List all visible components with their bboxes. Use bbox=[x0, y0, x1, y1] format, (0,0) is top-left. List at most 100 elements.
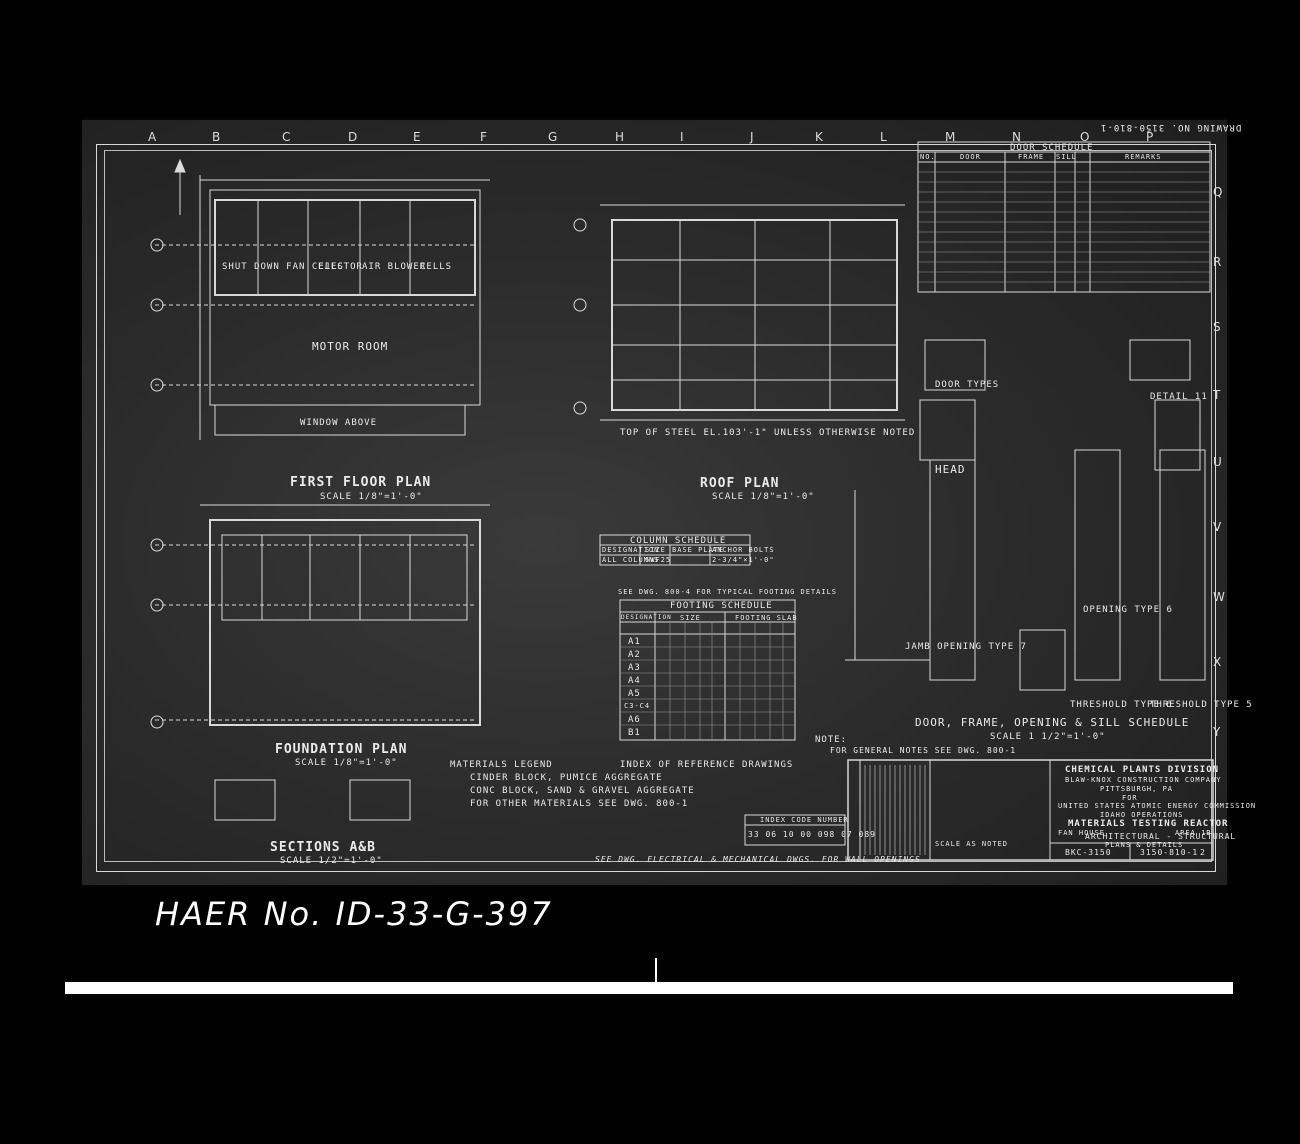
grid-row-y: Y bbox=[1213, 725, 1221, 739]
title-drawing-number: 3150-810-1 bbox=[1140, 848, 1199, 857]
bottom-note: SEE DWG. ELECTRICAL & MECHANICAL DWGS. F… bbox=[595, 855, 921, 864]
window-above-label: WINDOW ABOVE bbox=[300, 418, 378, 428]
cells-label: CELLS bbox=[420, 262, 453, 272]
footing-note: SEE DWG. 800-4 FOR TYPICAL FOOTING DETAI… bbox=[618, 588, 838, 596]
index-code-value: 33 06 10 00 098 07 089 bbox=[748, 830, 876, 839]
footing-header-size: SIZE bbox=[680, 614, 701, 622]
grid-col-e: E bbox=[413, 130, 421, 144]
footing-row-b1: B1 bbox=[628, 728, 641, 738]
title-contract: BKC-3150 bbox=[1065, 848, 1112, 857]
footing-row-a1: A1 bbox=[628, 637, 641, 647]
index-code-title: INDEX CODE NUMBER bbox=[760, 816, 849, 824]
column-schedule-header-bolts: ANCHOR BOLTS bbox=[712, 546, 775, 554]
grid-col-b: B bbox=[212, 130, 221, 144]
grid-row-w: W bbox=[1213, 590, 1225, 604]
footing-row-c3c4: C3-C4 bbox=[624, 702, 651, 710]
grid-row-q: Q bbox=[1213, 185, 1223, 199]
door-schedule-header-door: DOOR bbox=[960, 153, 981, 161]
door-schedule-title: DOOR SCHEDULE bbox=[1010, 143, 1094, 153]
title-operations: IDAHO OPERATIONS bbox=[1100, 811, 1184, 819]
shut-down-label: SHUT DOWN FAN CELLS bbox=[222, 262, 344, 272]
footing-row-a2: A2 bbox=[628, 650, 641, 660]
foundation-scale: SCALE 1/8"=1'-0" bbox=[295, 758, 398, 768]
sections-title: SECTIONS A&B bbox=[270, 840, 376, 855]
legend-item-1: CINDER BLOCK, PUMICE AGGREGATE bbox=[470, 773, 663, 783]
door-schedule-header-sill: SILL bbox=[1056, 153, 1077, 161]
column-schedule-row-label: ALL COLUMNS bbox=[602, 556, 660, 564]
grid-col-d: D bbox=[348, 130, 358, 144]
sections-scale: SCALE 1/2"=1'-0" bbox=[280, 856, 383, 866]
door-schedule-header-remarks: REMARKS bbox=[1125, 153, 1162, 161]
air-blower-label: AIR BLOWER bbox=[362, 262, 427, 272]
grid-row-u: U bbox=[1213, 455, 1222, 469]
footing-header-designation: DESIGNATION bbox=[621, 614, 672, 621]
grid-row-t: T bbox=[1213, 388, 1221, 402]
column-schedule-header-base: BASE PLATE bbox=[672, 546, 725, 554]
title-area: AREA 1B bbox=[1175, 829, 1212, 837]
jamb-opening-type-7: JAMB OPENING TYPE 7 bbox=[905, 642, 1027, 652]
grid-col-j: J bbox=[750, 130, 754, 144]
legend-item-3: FOR OTHER MATERIALS SEE DWG. 800-1 bbox=[470, 799, 689, 809]
title-revision: 2 bbox=[1200, 848, 1206, 857]
haer-caption: HAER No. ID-33-G-397 bbox=[155, 895, 553, 933]
center-tick-mark bbox=[655, 958, 657, 982]
blueprint-sheet bbox=[82, 120, 1227, 885]
grid-col-o: O bbox=[1080, 130, 1090, 144]
foundation-plan-title: FOUNDATION PLAN bbox=[275, 742, 408, 757]
column-schedule-header-size: SIZE bbox=[645, 546, 666, 554]
title-city: PITTSBURGH, PA bbox=[1100, 785, 1174, 793]
grid-row-s: S bbox=[1213, 320, 1221, 334]
materials-legend-title: MATERIALS LEGEND bbox=[450, 760, 553, 770]
door-frame-scale: SCALE 1 1/2"=1'-0" bbox=[990, 732, 1106, 742]
drawing-number-top: DRAWING NO. 3150-810-1 bbox=[1100, 122, 1242, 132]
door-schedule-header-frame: FRAME bbox=[1018, 153, 1045, 161]
grid-col-k: K bbox=[815, 130, 823, 144]
note-text: FOR GENERAL NOTES SEE DWG. 800-1 bbox=[830, 746, 1017, 755]
reference-index-title: INDEX OF REFERENCE DRAWINGS bbox=[620, 760, 794, 770]
opening-type-6: OPENING TYPE 6 bbox=[1083, 605, 1173, 615]
threshold-type-5: THRESHOLD TYPE 5 bbox=[1150, 700, 1253, 710]
grid-row-x: X bbox=[1213, 655, 1222, 669]
bottom-white-bar bbox=[65, 982, 1233, 994]
drawing-inner-border bbox=[104, 150, 1212, 862]
title-project: MATERIALS TESTING REACTOR bbox=[1068, 819, 1229, 829]
grid-col-h: H bbox=[615, 130, 625, 144]
column-schedule-row-bolts: 2-3/4"×1'-0" bbox=[712, 556, 775, 564]
title-company: BLAW-KNOX CONSTRUCTION COMPANY bbox=[1065, 776, 1222, 784]
grid-row-r: R bbox=[1213, 255, 1222, 269]
title-commission: UNITED STATES ATOMIC ENERGY COMMISSION bbox=[1058, 802, 1257, 810]
title-for: FOR bbox=[1122, 794, 1138, 802]
motor-room-label: MOTOR ROOM bbox=[312, 340, 389, 353]
grid-col-m: M bbox=[945, 130, 956, 144]
column-schedule-header-designation: DESIGNATION bbox=[602, 546, 660, 554]
note-title: NOTE: bbox=[815, 735, 848, 745]
door-frame-schedule-title: DOOR, FRAME, OPENING & SILL SCHEDULE bbox=[915, 716, 1190, 729]
footing-header-slab: FOOTING SLAB bbox=[735, 614, 798, 622]
ejector-label: EJECTOR bbox=[318, 262, 363, 272]
column-schedule-row-size: 6WF25 bbox=[645, 556, 672, 564]
footing-schedule-title: FOOTING SCHEDULE bbox=[670, 601, 773, 611]
roof-plan-title: ROOF PLAN bbox=[700, 476, 780, 491]
legend-item-2: CONC BLOCK, SAND & GRAVEL AGGREGATE bbox=[470, 786, 695, 796]
first-floor-plan-title: FIRST FLOOR PLAN bbox=[290, 475, 432, 490]
grid-col-l: L bbox=[880, 130, 887, 144]
footing-row-a4: A4 bbox=[628, 676, 641, 686]
title-building: FAN HOUSE bbox=[1058, 829, 1105, 837]
grid-col-i: I bbox=[680, 130, 684, 144]
grid-col-c: C bbox=[282, 130, 291, 144]
title-line1: ARCHITECTURAL - STRUCTURAL bbox=[1085, 832, 1237, 841]
title-line2: PLANS & DETAILS bbox=[1105, 841, 1184, 849]
grid-col-g: G bbox=[548, 130, 558, 144]
first-floor-scale: SCALE 1/8"=1'-0" bbox=[320, 492, 423, 502]
grid-col-a: A bbox=[148, 130, 157, 144]
footing-row-a5: A5 bbox=[628, 689, 641, 699]
door-schedule-header-no: NO. bbox=[920, 153, 936, 161]
detail-11-label: DETAIL 11 bbox=[1150, 392, 1208, 402]
title-scale: SCALE AS NOTED bbox=[935, 840, 1009, 848]
grid-col-f: F bbox=[480, 130, 487, 144]
grid-col-n: N bbox=[1012, 130, 1021, 144]
top-of-steel-note: TOP OF STEEL EL.103'-1" UNLESS OTHERWISE… bbox=[620, 428, 916, 438]
title-division: CHEMICAL PLANTS DIVISION bbox=[1065, 765, 1220, 775]
roof-plan-scale: SCALE 1/8"=1'-0" bbox=[712, 492, 815, 502]
